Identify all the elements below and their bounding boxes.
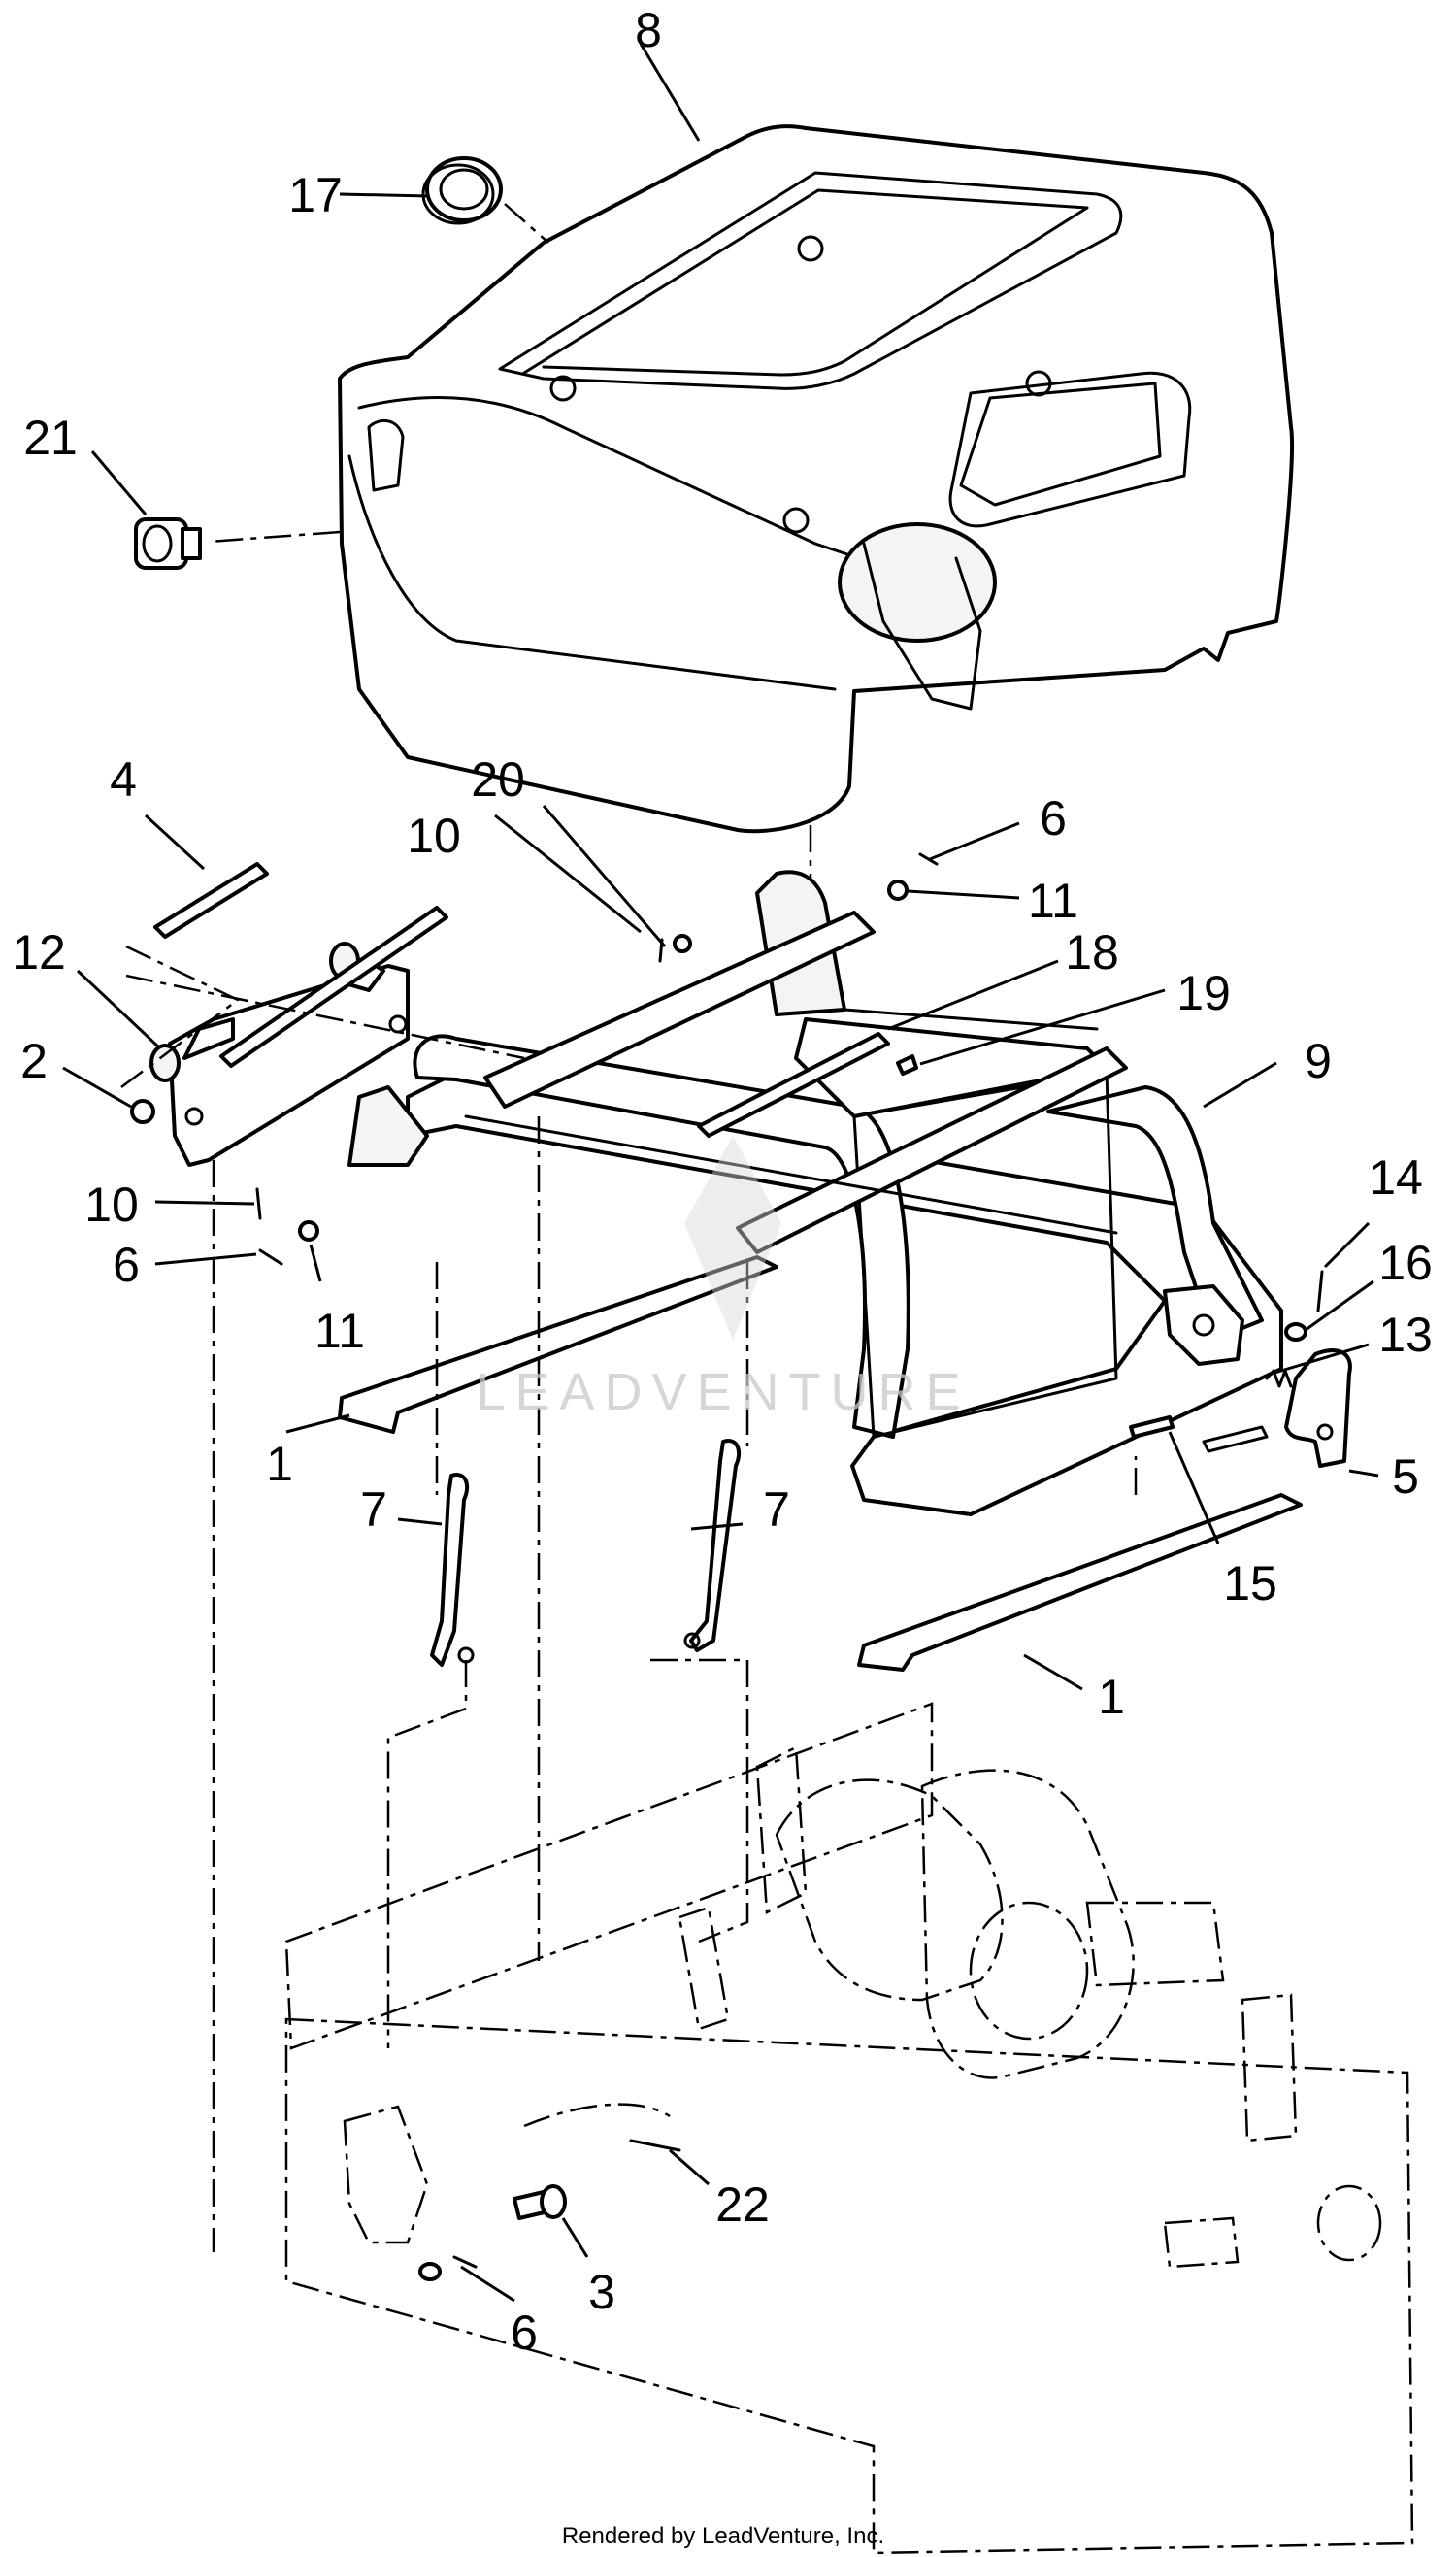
- hinge-bracket-part-12: [149, 942, 410, 1167]
- callout-6-upper: 6: [1040, 791, 1067, 846]
- callout-7-right: 7: [763, 1482, 790, 1537]
- washer-part-11-lower: [298, 1220, 319, 1242]
- bolt-part-19: [896, 1054, 918, 1076]
- callout-8: 8: [635, 3, 662, 57]
- callout-19: 19: [1176, 966, 1231, 1020]
- bolt-part-2: [130, 1099, 155, 1124]
- callout-1-right: 1: [1098, 1670, 1125, 1724]
- frame-part-9: [347, 870, 1283, 1516]
- tractor-chassis: [284, 1702, 1414, 2555]
- watermark: LEADVENTURE: [476, 1136, 970, 1421]
- callout-6-lower: 6: [113, 1238, 140, 1292]
- isolator-strip-part-1-right: [857, 1425, 1303, 1672]
- callout-14: 14: [1369, 1150, 1423, 1205]
- washer-part-11-upper: [887, 880, 909, 901]
- grommet-part-17: [421, 156, 503, 225]
- callout-12: 12: [12, 925, 66, 980]
- callout-15: 15: [1223, 1556, 1277, 1611]
- callout-16: 16: [1378, 1236, 1433, 1290]
- callout-3: 3: [588, 2265, 615, 2319]
- callout-17: 17: [288, 168, 343, 222]
- callout-4: 4: [110, 752, 137, 807]
- washer-part-6-bottom: [418, 2255, 478, 2281]
- callout-10-lower: 10: [84, 1178, 139, 1232]
- rod-part-7-right: [683, 1439, 742, 1652]
- rod-part-7-left: [430, 1473, 475, 1667]
- console-cover-part-8: [338, 124, 1295, 834]
- callout-11-upper: 11: [1028, 874, 1078, 928]
- washer-part-16: [1284, 1322, 1307, 1342]
- hinge-block: [1163, 1284, 1244, 1366]
- washer-part-20: [673, 934, 692, 953]
- callout-5: 5: [1392, 1449, 1419, 1504]
- callout-10-upper: 10: [407, 809, 461, 863]
- callouts: 8 17 21 4 20 10 6 11 12 18 19 2 9 10 14 …: [12, 3, 1433, 2360]
- cotter-pin-part-10-lower: [255, 1187, 262, 1220]
- pin-part-22: [629, 2139, 681, 2152]
- callout-9: 9: [1305, 1034, 1332, 1088]
- callout-21: 21: [23, 411, 78, 465]
- spring-part-13: [1265, 1369, 1293, 1388]
- latch-part-5: [1284, 1348, 1352, 1468]
- power-outlet-part-21: [134, 517, 202, 570]
- hinge-rod: [219, 906, 448, 1068]
- rod-part-18: [697, 1032, 890, 1138]
- callout-18: 18: [1065, 925, 1119, 980]
- leader-lines: [62, 43, 1379, 2303]
- assembly-dashed-lines: [120, 203, 1138, 2252]
- cotter-pin-part-6-upper: [918, 852, 939, 866]
- callout-1-left: 1: [266, 1437, 293, 1491]
- callout-2: 2: [20, 1034, 48, 1088]
- callout-13: 13: [1378, 1308, 1433, 1362]
- callout-7-left: 7: [360, 1482, 387, 1537]
- cotter-pin-part-14: [1316, 1270, 1324, 1312]
- hinge-pin-part-4: [153, 862, 269, 939]
- pin-part-15: [1129, 1415, 1175, 1439]
- callout-6-bottom: 6: [511, 2306, 538, 2360]
- callout-20: 20: [471, 752, 525, 807]
- watermark-text: LEADVENTURE: [476, 1363, 970, 1421]
- pin-part-3: [513, 2184, 567, 2220]
- footer-credit: Rendered by LeadVenture, Inc.: [562, 2523, 884, 2549]
- callout-11-lower: 11: [314, 1304, 365, 1358]
- cotter-pin-part-6-lower: [258, 1248, 283, 1266]
- callout-22: 22: [715, 2177, 770, 2232]
